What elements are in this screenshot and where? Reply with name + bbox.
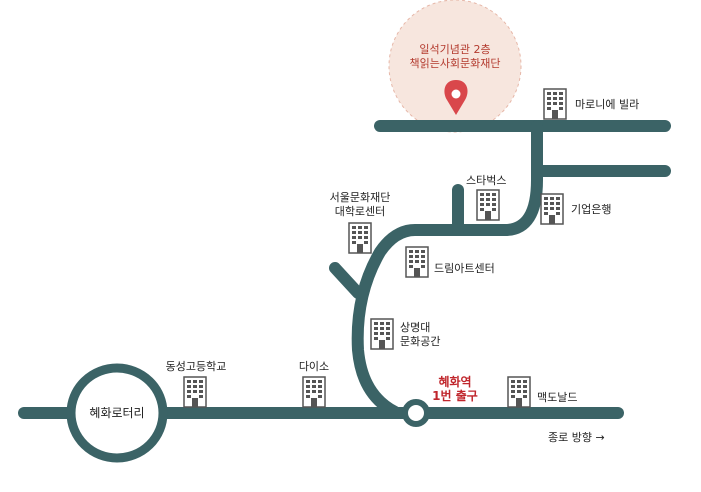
landmark-sangmyung: 상명대 문화공간 [400, 321, 440, 349]
left-stub-road [329, 262, 364, 299]
station-line2: 1번 출구 [432, 389, 478, 403]
building-icon [183, 376, 207, 408]
building-icon [507, 376, 531, 408]
landmark-bank: 기업은행 [571, 203, 612, 216]
destination-label: 일석기념관 2층 책읽는사회문화재단 [409, 43, 500, 71]
sangmyung-line2: 문화공간 [400, 335, 441, 348]
sangmyung-line1: 상명대 [400, 321, 431, 334]
building-icon [348, 222, 372, 254]
destination-line2: 책읽는사회문화재단 [409, 57, 501, 70]
direction-label: 종로 방향 → [548, 431, 605, 444]
hyehwa-rotary [66, 363, 168, 463]
landmark-maronie: 마로니에 빌라 [575, 98, 640, 111]
building-icon [370, 318, 394, 350]
landmark-daiso: 다이소 [298, 360, 330, 373]
building-icon [540, 193, 564, 225]
landmark-dongsung: 동성고등학교 [165, 360, 227, 373]
destination-line1: 일석기념관 2층 [419, 43, 491, 56]
building-icon [476, 189, 500, 221]
main-road [351, 120, 543, 418]
building-icon [405, 246, 429, 278]
map-pin-icon [444, 80, 468, 115]
seoul-foundation-line1: 서울문화재단 [329, 191, 391, 204]
station-label: 혜화역 1번 출구 [432, 375, 478, 403]
landmark-starbucks: 스타벅스 [466, 174, 507, 187]
station-marker [402, 399, 430, 427]
landmark-mcdonalds: 맥도날드 [537, 391, 578, 404]
building-icon [543, 88, 567, 120]
landmark-seoul-foundation: 서울문화재단 대학로센터 [330, 191, 391, 219]
landmark-dream-art: 드림아트센터 [434, 262, 495, 275]
rotary-label: 혜화로터리 [89, 406, 145, 420]
station-line1: 혜화역 [438, 375, 472, 389]
seoul-foundation-line2: 대학로센터 [334, 205, 386, 218]
building-icon [302, 376, 326, 408]
